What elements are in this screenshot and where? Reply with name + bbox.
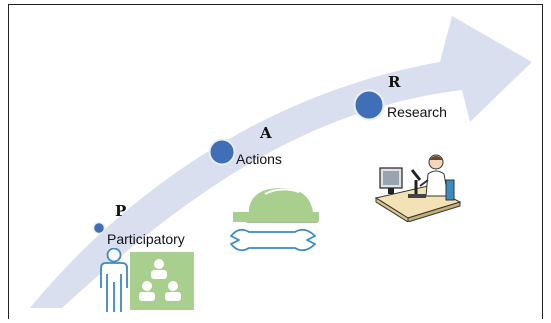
stage-r-circle <box>353 89 385 121</box>
stage-p-label: Participatory <box>107 231 185 247</box>
stage-r-letter: R <box>388 73 401 91</box>
stage-a-circle <box>208 138 236 166</box>
hardhat-wrench-icon <box>230 188 319 252</box>
teacher-classroom-icon <box>100 248 194 312</box>
stage-a-label: Actions <box>236 151 282 167</box>
scientist-microscope-icon <box>374 154 462 222</box>
stage-r-label: Research <box>387 104 447 120</box>
stage-p-circle <box>92 221 106 235</box>
stage-a-letter: A <box>260 124 272 142</box>
diagram-frame <box>8 4 543 319</box>
stage-p-letter: P <box>115 202 127 220</box>
